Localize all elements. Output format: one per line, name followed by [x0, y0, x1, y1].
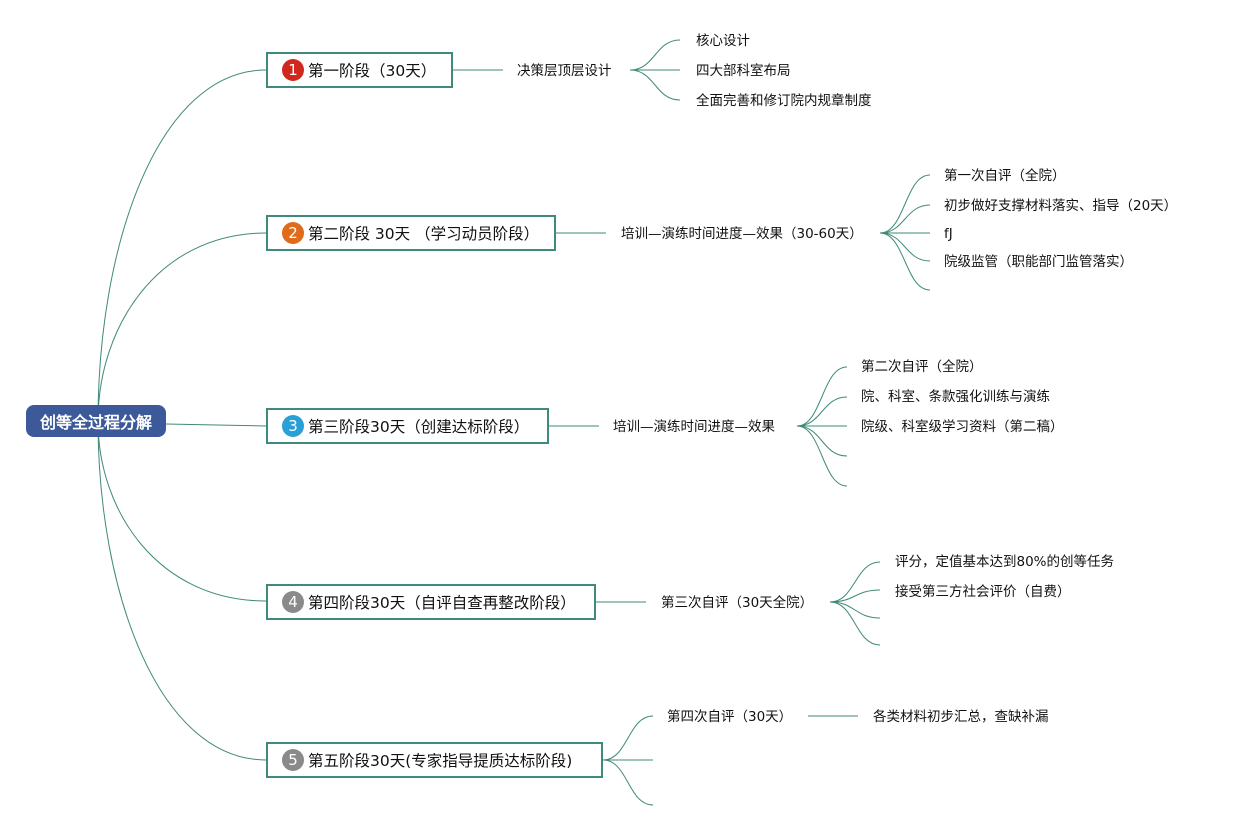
- stage-1-leaf-2[interactable]: 四大部科室布局: [696, 63, 791, 79]
- stage-2-label: 第二阶段 30天 （学习动员阶段）: [308, 225, 540, 243]
- stage-5-label: 第五阶段30天(专家指导提质达标阶段): [308, 752, 573, 770]
- stage-2-leaf-4[interactable]: 院级监管（职能部门监管落实）: [944, 254, 1133, 270]
- stage-3-label: 第三阶段30天（创建达标阶段）: [308, 418, 530, 436]
- stage-3-leaf-2[interactable]: 院、科室、条款强化训练与演练: [861, 389, 1050, 405]
- stage-2-mid[interactable]: 培训—演练时间进度—效果（30-60天）: [621, 226, 863, 242]
- connector-25: [829, 601, 881, 646]
- stage-1-mid[interactable]: 决策层顶层设计: [517, 63, 612, 79]
- stage-2-badge: 2: [282, 222, 304, 244]
- connector-26: [602, 715, 654, 761]
- connector-1: [97, 232, 267, 422]
- connector-18: [796, 396, 848, 427]
- connector-28: [602, 759, 654, 806]
- stage-3-badge: 3: [282, 415, 304, 437]
- stage-3-mid[interactable]: 培训—演练时间进度—效果: [613, 419, 775, 435]
- stage-2-node[interactable]: 2 第二阶段 30天 （学习动员阶段）: [266, 215, 556, 251]
- stage-5-node[interactable]: 5 第五阶段30天(专家指导提质达标阶段): [266, 742, 603, 778]
- stage-2-leaf-1[interactable]: 第一次自评（全院）: [944, 168, 1066, 184]
- connector-12: [879, 174, 931, 234]
- stage-4-mid[interactable]: 第三次自评（30天全院）: [661, 595, 814, 611]
- stage-3-leaf-1[interactable]: 第二次自评（全院）: [861, 359, 983, 375]
- stage-4-leaf-2[interactable]: 接受第三方社会评价（自费）: [895, 584, 1071, 600]
- stage-5-sub[interactable]: 各类材料初步汇总，查缺补漏: [873, 709, 1049, 725]
- stage-4-badge: 4: [282, 591, 304, 613]
- connector-17: [796, 366, 848, 427]
- stage-1-label: 第一阶段（30天）: [308, 62, 437, 80]
- connector-2: [97, 420, 267, 602]
- connector-24: [829, 601, 881, 619]
- connector-4: [165, 423, 267, 427]
- connector-11: [629, 69, 681, 101]
- connector-22: [829, 561, 881, 603]
- connector-21: [796, 425, 848, 487]
- connector-0: [97, 69, 267, 422]
- connector-13: [879, 204, 931, 234]
- root-node[interactable]: 创等全过程分解: [26, 405, 166, 437]
- connector-20: [796, 425, 848, 457]
- stage-5-badge: 5: [282, 749, 304, 771]
- stage-5-leaf-1[interactable]: 第四次自评（30天）: [667, 709, 793, 725]
- stage-1-leaf-3[interactable]: 全面完善和修订院内规章制度: [696, 93, 872, 109]
- connector-23: [829, 589, 881, 603]
- stage-1-leaf-1[interactable]: 核心设计: [696, 33, 750, 49]
- stage-2-leaf-3[interactable]: fJ: [944, 226, 953, 242]
- stage-4-node[interactable]: 4 第四阶段30天（自评自查再整改阶段）: [266, 584, 596, 620]
- connector-16: [879, 232, 931, 291]
- stage-4-leaf-1[interactable]: 评分，定值基本达到80%的创等任务: [895, 554, 1115, 570]
- connector-15: [879, 232, 931, 262]
- connector-3: [97, 420, 267, 761]
- stage-1-badge: 1: [282, 59, 304, 81]
- stage-1-node[interactable]: 1 第一阶段（30天）: [266, 52, 453, 88]
- stage-3-leaf-3[interactable]: 院级、科室级学习资料（第二稿）: [861, 419, 1064, 435]
- stage-4-label: 第四阶段30天（自评自查再整改阶段）: [308, 594, 576, 612]
- root-label: 创等全过程分解: [39, 413, 152, 432]
- stage-2-leaf-2[interactable]: 初步做好支撑材料落实、指导（20天）: [944, 198, 1178, 214]
- stage-3-node[interactable]: 3 第三阶段30天（创建达标阶段）: [266, 408, 549, 444]
- connector-9: [629, 39, 681, 71]
